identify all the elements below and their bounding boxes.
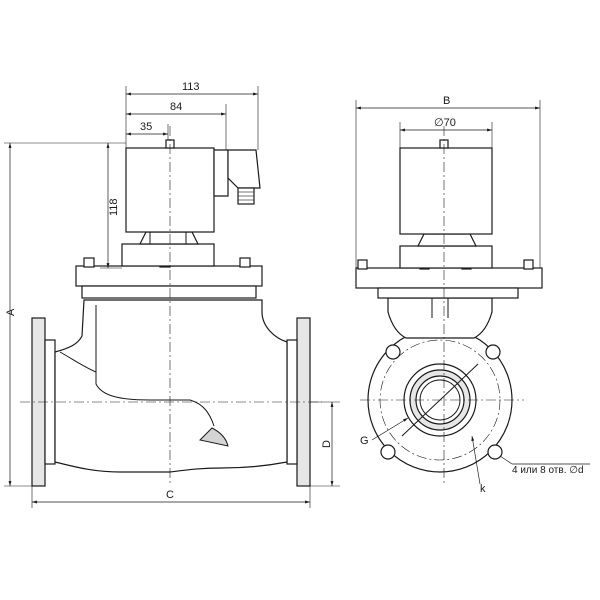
flange-bolt-holes (380, 344, 503, 460)
dim-84: 84 (170, 101, 182, 113)
bonnet-flange (75, 265, 263, 287)
side-dimensions: 113 84 35 118 A C D (4, 81, 340, 508)
dim-113: 113 (182, 81, 200, 93)
dim-D: D (321, 440, 333, 448)
upper-cover (121, 243, 215, 267)
front-view (355, 126, 543, 486)
dim-35: 35 (140, 121, 152, 133)
dim-B: B (443, 95, 450, 107)
holes-note: 4 или 8 отв. ∅d (512, 465, 584, 476)
front-body-neck (387, 297, 493, 339)
valve-body (54, 299, 288, 473)
dim-G: G (360, 435, 369, 447)
front-coil (399, 147, 493, 235)
dim-k: k (480, 483, 486, 495)
connector (213, 149, 229, 197)
dim-d70: ∅70 (434, 117, 456, 129)
gland-thread (238, 191, 254, 201)
side-view (20, 126, 322, 487)
dim-A: A (5, 308, 17, 316)
front-cover-nut (417, 233, 477, 247)
front-bonnet-base (377, 287, 519, 299)
front-dimensions: B ∅70 G k 4 или 8 отв. ∅d (355, 95, 590, 495)
cover-nut (139, 231, 199, 245)
body-inner-contour (59, 305, 215, 427)
dim-C: C (166, 489, 174, 501)
front-upper-cover (399, 245, 493, 269)
dim-118: 118 (108, 198, 120, 216)
connector-head (227, 149, 261, 189)
front-bonnet-flange (355, 267, 543, 289)
bonnet-flange-base (81, 285, 257, 299)
seat-cut (198, 427, 229, 447)
